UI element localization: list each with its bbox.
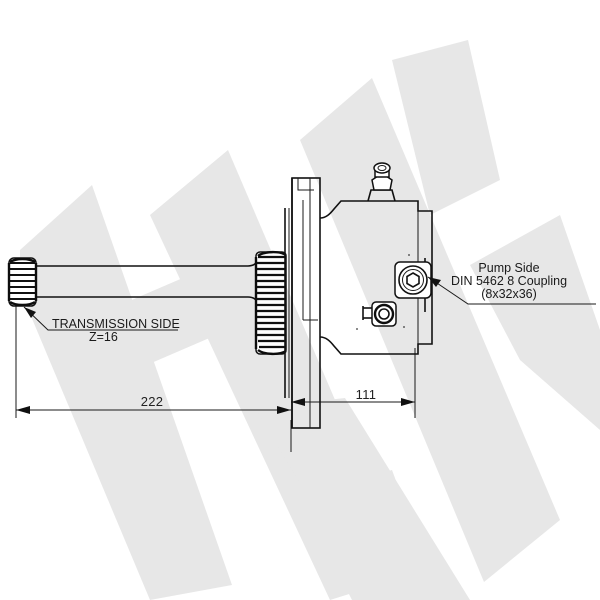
spline-teeth-hatch xyxy=(9,261,36,301)
right-spline-gear xyxy=(254,250,287,356)
pump-side-label-line2: DIN 5462 8 Coupling xyxy=(451,274,567,288)
top-bolt-fitting xyxy=(367,162,396,202)
transmission-side-label-line1: TRANSMISSION SIDE xyxy=(52,317,180,331)
leader-lines xyxy=(23,276,596,331)
pump-side-label-line3: (8x32x36) xyxy=(481,287,537,301)
dimension-111-label: 111 xyxy=(356,387,377,402)
dimension-222-label: 222 xyxy=(141,394,164,409)
watermark-hk xyxy=(20,40,600,600)
left-spline-end xyxy=(7,257,38,307)
mounting-flange-plate xyxy=(284,177,321,429)
gear-teeth-hatch xyxy=(256,255,286,349)
small-square-port xyxy=(362,301,397,327)
dimension-lines xyxy=(15,300,416,452)
transmission-side-label-line2: Z=16 xyxy=(89,330,118,344)
pump-side-label-line1: Pump Side xyxy=(478,261,539,275)
large-square-port xyxy=(394,261,432,299)
